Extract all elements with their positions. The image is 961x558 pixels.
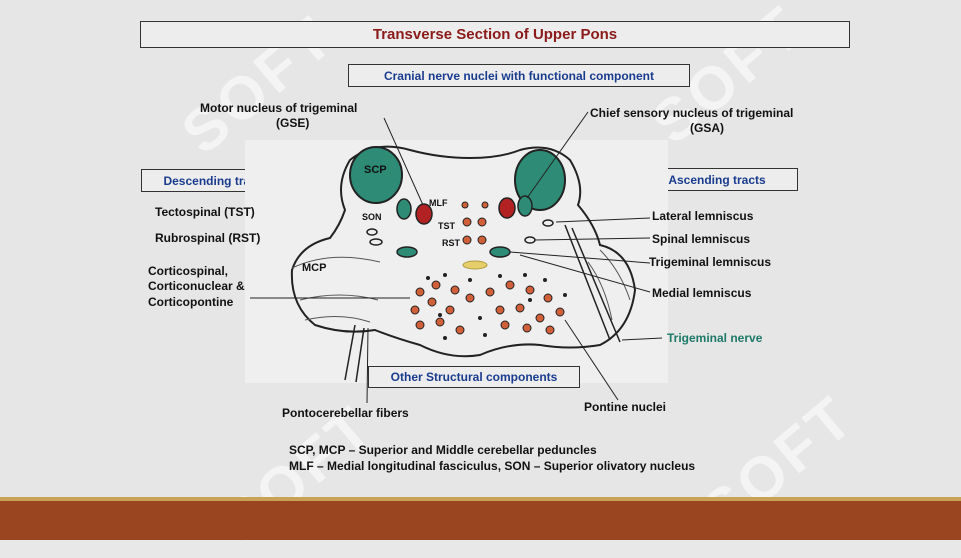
label-motor-nucleus-component: (GSE) [276, 116, 310, 130]
legend-cerebellar-peduncles: SCP, MCP – Superior and Middle cerebella… [289, 443, 597, 457]
label-trigeminal-nerve: Trigeminal nerve [667, 331, 763, 345]
label-rubrospinal: Rubrospinal (RST) [155, 231, 261, 245]
slide-title: Transverse Section of Upper Pons [140, 21, 850, 48]
footer-accent-line [0, 497, 961, 501]
label-tectospinal: Tectospinal (TST) [155, 205, 255, 219]
label-chief-sensory-component: (GSA) [690, 121, 724, 135]
scp-left [349, 146, 403, 204]
diagram-label-scp: SCP [364, 164, 387, 176]
other-structural-header: Other Structural components [368, 366, 580, 388]
cranial-nerve-nuclei-header: Cranial nerve nuclei with functional com… [348, 64, 690, 87]
diagram-label-tst: TST [438, 221, 455, 231]
pontine-nuclei [410, 280, 565, 335]
label-medial-lemniscus: Medial lemniscus [652, 286, 752, 300]
label-motor-nucleus: Motor nucleus of trigeminal [200, 101, 358, 115]
label-pontocerebellar: Pontocerebellar fibers [282, 406, 409, 420]
diagram-label-mcp: MCP [302, 262, 327, 274]
diagram-label-son: SON [362, 212, 382, 222]
motor-nucleus-right [498, 197, 516, 219]
fiber-dots [426, 273, 567, 340]
chief-sensory-right [517, 195, 533, 217]
motor-nucleus-left [415, 203, 433, 225]
label-trigeminal-lemniscus: Trigeminal lemniscus [649, 255, 772, 269]
label-pontine-nuclei: Pontine nuclei [584, 400, 667, 414]
label-corticonuclear: Corticonuclear & [148, 279, 245, 293]
label-lateral-lemniscus: Lateral lemniscus [652, 209, 754, 223]
ascending-tracts-header: Ascending tracts [636, 168, 798, 191]
label-chief-sensory: Chief sensory nucleus of trigeminal [590, 106, 794, 120]
label-corticospinal: Corticospinal, [148, 264, 229, 278]
diagram-label-mlf: MLF [429, 198, 448, 208]
diagram-label-rst: RST [442, 238, 460, 248]
footer-bar [0, 501, 961, 540]
legend-mlf-son: MLF – Medial longitudinal fasciculus, SO… [289, 459, 696, 473]
chief-sensory-left [396, 198, 412, 220]
medial-lemniscus-right [489, 246, 511, 258]
label-corticopontine: Corticopontine [148, 295, 234, 309]
raphe-yellow [462, 260, 488, 270]
pons-outline [290, 145, 637, 358]
label-spinal-lemniscus: Spinal lemniscus [652, 232, 751, 246]
medial-lemniscus-left [396, 246, 418, 258]
pons-diagram [250, 111, 663, 404]
